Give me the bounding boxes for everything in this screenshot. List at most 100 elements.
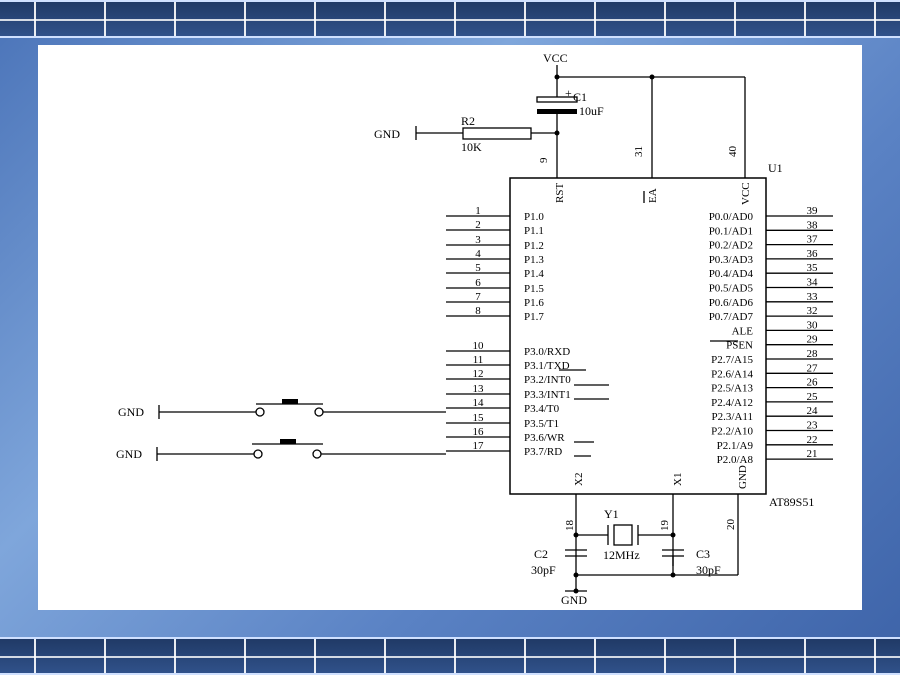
left-pin-name: P1.0 — [524, 211, 544, 223]
left-pin-name: P3.6/WR — [524, 432, 565, 444]
left-pin-name: P1.3 — [524, 254, 544, 266]
left-pin-name: P3.3/INT1 — [524, 389, 571, 401]
pin-name-vcc: VCC — [740, 182, 752, 205]
gnd-label-button-2: GND — [116, 447, 142, 461]
left-pin-number: 10 — [473, 340, 485, 352]
schematic-slide: VCC + C1 10uF GND R2 10K 9 31 40 U1 RST … — [38, 45, 862, 610]
c3-value: 30pF — [696, 563, 721, 577]
left-pin-name: P1.4 — [524, 268, 544, 280]
left-pin-name: P1.6 — [524, 297, 544, 309]
gnd-label-r2: GND — [374, 127, 400, 141]
c1-plate-negative — [537, 109, 577, 114]
left-pin-name: P3.5/T1 — [524, 418, 559, 430]
vcc-label: VCC — [543, 51, 568, 65]
c1-name: C1 — [573, 90, 587, 104]
pin-name-rst: RST — [554, 183, 566, 203]
right-pin-name: P0.2/AD2 — [709, 240, 753, 252]
right-pin-name: P0.7/AD7 — [709, 311, 754, 323]
right-pin-name: ALE — [732, 325, 754, 337]
right-pin-number: 30 — [807, 319, 819, 331]
r2-name: R2 — [461, 114, 475, 128]
right-pin-name: PSEN — [726, 340, 753, 352]
left-pin-number: 15 — [473, 412, 485, 424]
u1-part: AT89S51 — [769, 495, 814, 509]
right-pin-name: P0.4/AD4 — [709, 268, 754, 280]
right-pin-name: P2.4/A12 — [711, 397, 753, 409]
right-pin-group: 39P0.0/AD038P0.1/AD137P0.2/AD236P0.3/AD3… — [709, 205, 833, 466]
right-pin-number: 37 — [807, 234, 819, 246]
right-pin-name: P2.1/A9 — [717, 440, 754, 452]
left-pin-number: 16 — [473, 426, 485, 438]
right-pin-number: 23 — [807, 420, 819, 432]
right-pin-name: P0.6/AD6 — [709, 297, 754, 309]
left-pin-number: 4 — [475, 248, 481, 260]
right-pin-number: 39 — [807, 205, 819, 217]
y1-crystal-body — [613, 524, 633, 546]
c2-name: C2 — [534, 547, 548, 561]
left-pin-number: 14 — [473, 397, 485, 409]
left-pin-name: P1.2 — [524, 240, 544, 252]
left-pin-name: P3.2/INT0 — [524, 374, 571, 386]
right-pin-name: P2.7/A15 — [711, 354, 753, 366]
right-pin-name: P2.2/A10 — [711, 426, 753, 438]
junction-dot — [573, 572, 579, 578]
left-pin-number: 13 — [473, 383, 485, 395]
r2-resistor — [462, 127, 532, 140]
right-pin-number: 25 — [807, 391, 819, 403]
r2-value: 10K — [461, 140, 482, 154]
right-pin-name: P2.6/A14 — [711, 368, 753, 380]
left-pin-number: 11 — [473, 354, 484, 366]
c3-name: C3 — [696, 547, 710, 561]
left-pin-number: 6 — [475, 277, 481, 289]
right-pin-name: P0.5/AD5 — [709, 283, 754, 295]
gnd-label-button-1: GND — [118, 405, 144, 419]
c1-value: 10uF — [579, 104, 604, 118]
junction-dot — [670, 532, 676, 538]
right-pin-name: P0.0/AD0 — [709, 211, 754, 223]
left-pin-number: 2 — [475, 219, 481, 231]
junction-dot — [573, 532, 579, 538]
y1-name: Y1 — [604, 507, 619, 521]
u1-chip-body — [509, 177, 767, 495]
pin-number-40: 40 — [727, 146, 739, 158]
right-pin-number: 32 — [807, 305, 818, 317]
left-pin-name: P3.0/RXD — [524, 346, 570, 358]
right-pin-number: 24 — [807, 405, 819, 417]
left-pin-number: 12 — [473, 368, 484, 380]
right-pin-number: 34 — [807, 277, 819, 289]
pin-number-31: 31 — [633, 146, 645, 157]
right-pin-number: 27 — [807, 362, 819, 374]
right-pin-number: 33 — [807, 291, 819, 303]
bottom-decorative-band — [0, 637, 900, 675]
pin-number-20: 20 — [725, 519, 737, 531]
left-pin-name: P1.5 — [524, 283, 544, 295]
pin-name-x1: X1 — [672, 473, 684, 486]
right-pin-name: P0.1/AD1 — [709, 225, 753, 237]
right-pin-name: P2.0/A8 — [717, 454, 754, 466]
button-1-cap — [282, 399, 298, 404]
gnd-label-bottom: GND — [561, 593, 587, 607]
button-1-contact — [314, 407, 324, 417]
right-pin-name: P2.3/A11 — [712, 411, 753, 423]
right-pin-number: 29 — [807, 334, 819, 346]
c1-polarity: + — [565, 86, 572, 100]
left-pin-number: 17 — [473, 440, 485, 452]
button-2-contact — [253, 449, 263, 459]
pin-name-gnd: GND — [737, 465, 749, 489]
button-1-contact — [255, 407, 265, 417]
pin-name-x2: X2 — [573, 473, 585, 486]
left-pin-name: P3.4/T0 — [524, 403, 560, 415]
right-pin-name: P0.3/AD3 — [709, 254, 754, 266]
left-pin-number: 7 — [475, 291, 481, 303]
right-pin-number: 21 — [807, 448, 818, 460]
top-decorative-band — [0, 0, 900, 38]
u1-ref: U1 — [768, 161, 783, 175]
junction-dot — [554, 74, 560, 80]
right-pin-number: 28 — [807, 348, 819, 360]
junction-dot — [670, 572, 676, 578]
c2-value: 30pF — [531, 563, 556, 577]
pin-number-9: 9 — [538, 157, 550, 163]
left-pin-name: P1.7 — [524, 311, 544, 323]
left-pin-number: 3 — [475, 234, 481, 246]
